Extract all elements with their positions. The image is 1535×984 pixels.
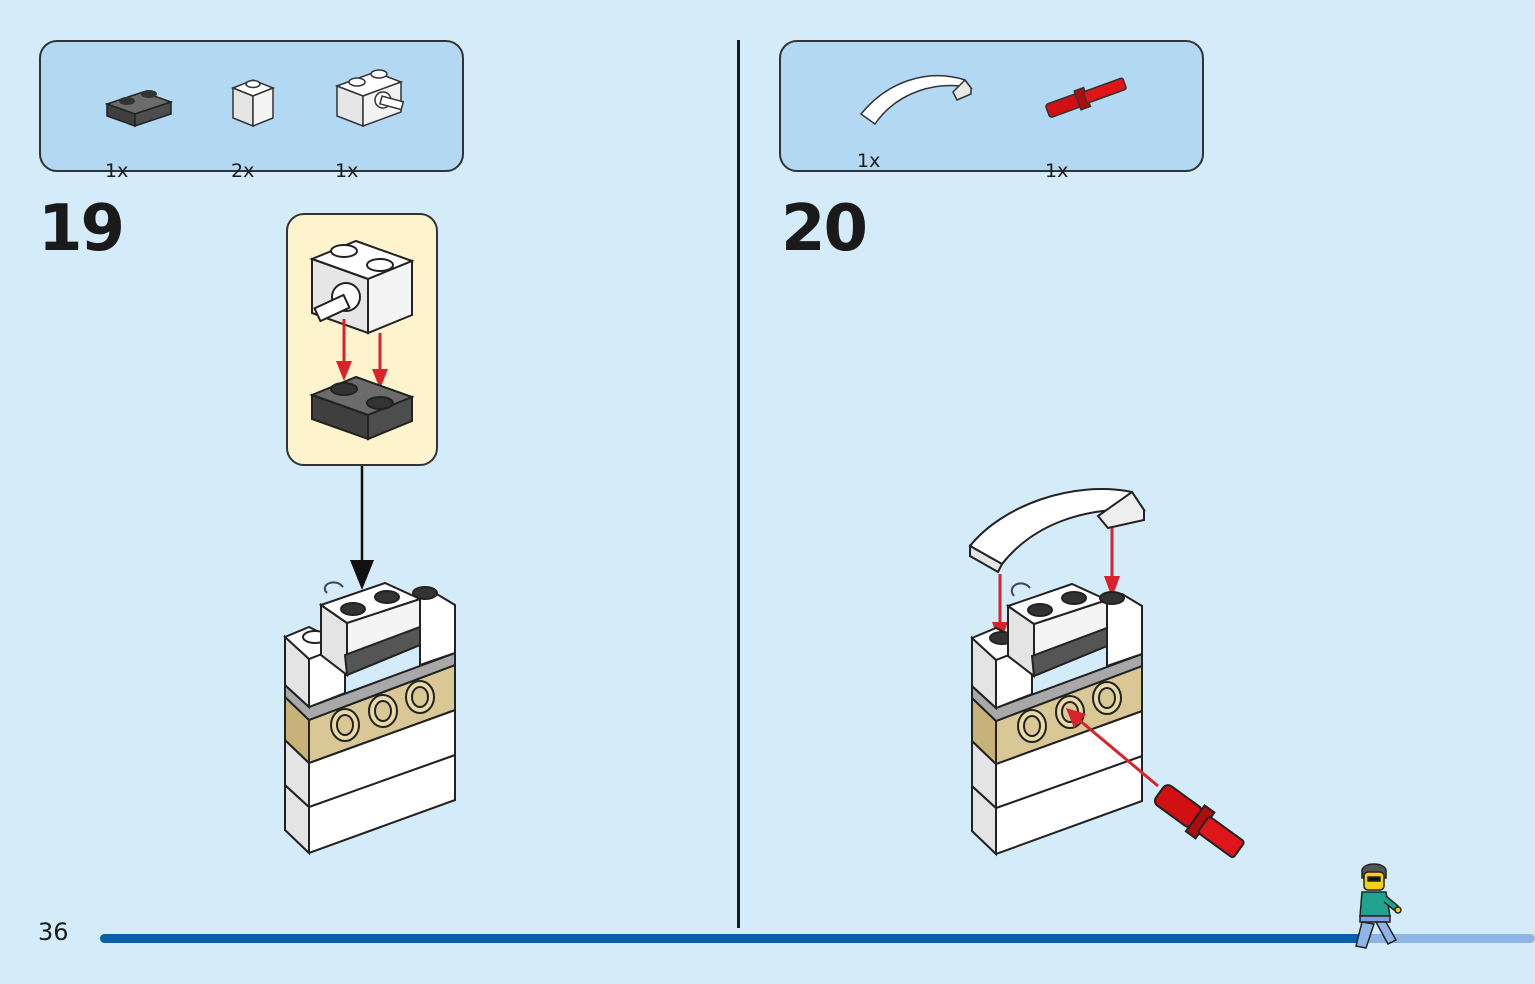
step-number: 19 [38,192,125,266]
part-item: 1x [857,64,977,182]
model-illustration-step-19 [283,581,456,856]
page-divider [737,40,740,928]
part-quantity: 2x [231,160,255,182]
white-brick-1x2-with-pin-icon [334,69,405,128]
part-quantity: 1x [105,160,129,182]
part-quantity: 1x [1045,160,1069,182]
placement-arrow [350,466,374,590]
page-number: 36 [38,918,69,946]
white-brick-1x1-icon [230,79,276,128]
step-number: 20 [781,192,868,266]
parts-list-step-20: 1x 1x [779,40,1204,182]
dark-gray-plate-1x2-icon [104,90,174,128]
model-illustration-step-20 [968,488,1245,858]
parts-list-step-19: 1x 2x 1x [39,40,464,182]
progress-bar-fill [100,934,1363,943]
part-item: 1x [1043,72,1133,182]
part-quantity: 1x [335,160,359,182]
part-quantity: 1x [857,150,881,172]
red-axle-pin-icon [1045,77,1127,118]
white-curved-slope-icon [859,75,973,126]
part-item: 1x [104,72,175,182]
minifigure-icon [1355,863,1402,949]
progress-bar [100,934,1535,943]
sub-assembly-callout [286,213,438,466]
part-item: 2x [230,72,291,182]
sub-assembly-illustration [309,239,415,441]
part-item: 1x [334,64,415,182]
